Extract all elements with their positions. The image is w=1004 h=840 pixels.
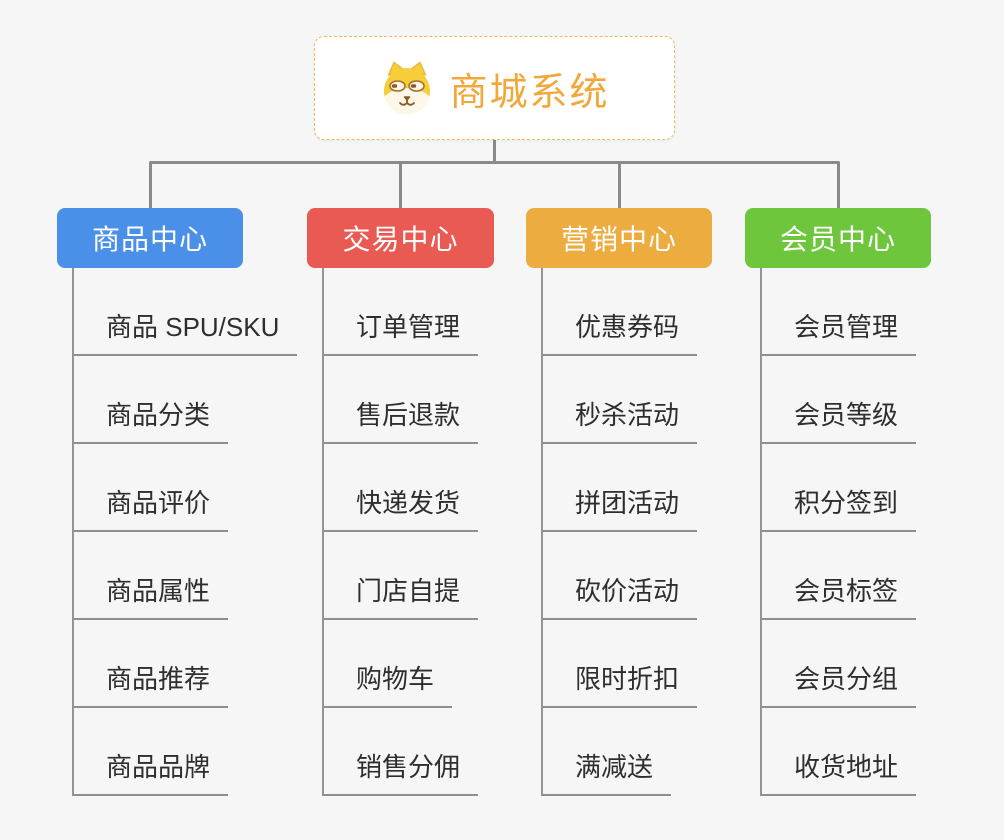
branch-node-product-center[interactable]: 商品中心 bbox=[57, 208, 243, 268]
child-topic-label: 限时折扣 bbox=[543, 659, 698, 708]
child-topic[interactable]: 秒杀活动 bbox=[543, 356, 698, 444]
child-topic[interactable]: 商品分类 bbox=[74, 356, 297, 444]
branch-label: 会员中心 bbox=[779, 224, 896, 255]
connector-stub-member bbox=[837, 163, 840, 208]
child-topic[interactable]: 优惠券码 bbox=[543, 268, 698, 356]
root-title: 商城系统 bbox=[449, 71, 610, 114]
child-topic-label: 拼团活动 bbox=[543, 483, 698, 532]
branch-node-marketing-center[interactable]: 营销中心 bbox=[526, 208, 712, 268]
child-topic-label: 会员分组 bbox=[762, 659, 917, 708]
child-topic-label: 订单管理 bbox=[324, 307, 479, 356]
child-topic-label: 收货地址 bbox=[762, 747, 917, 796]
child-topic-label: 商品推荐 bbox=[74, 659, 229, 708]
child-topic[interactable]: 满减送 bbox=[543, 708, 697, 796]
connector-bus bbox=[149, 161, 840, 164]
connector-stub-trade bbox=[399, 163, 402, 208]
child-topic[interactable]: 销售分佣 bbox=[324, 708, 479, 796]
child-topic[interactable]: 会员等级 bbox=[762, 356, 917, 444]
child-topic[interactable]: 会员分组 bbox=[762, 620, 917, 708]
child-topic[interactable]: 商品 SPU/SKU bbox=[74, 268, 298, 356]
dog-face-icon bbox=[384, 61, 431, 114]
child-topic-label: 满减送 bbox=[543, 747, 672, 796]
child-topic-label: 会员管理 bbox=[762, 307, 917, 356]
connector-stub-product bbox=[149, 163, 152, 208]
child-topic[interactable]: 商品评价 bbox=[74, 444, 297, 532]
child-topic[interactable]: 门店自提 bbox=[324, 532, 479, 620]
child-topic-label: 砍价活动 bbox=[543, 571, 698, 620]
child-topic[interactable]: 会员标签 bbox=[762, 532, 917, 620]
branch-children-product: 商品 SPU/SKU 商品分类 商品评价 商品属性 商品推荐 商品品牌 bbox=[72, 268, 298, 796]
child-topic[interactable]: 限时折扣 bbox=[543, 620, 698, 708]
connector-root-trunk bbox=[493, 140, 496, 163]
child-topic-label: 快递发货 bbox=[324, 483, 479, 532]
branch-label: 商品中心 bbox=[91, 224, 208, 255]
child-topic-label: 售后退款 bbox=[324, 395, 479, 444]
child-topic-label: 门店自提 bbox=[324, 571, 479, 620]
child-topic[interactable]: 会员管理 bbox=[762, 268, 917, 356]
child-topic[interactable]: 售后退款 bbox=[324, 356, 479, 444]
child-topic[interactable]: 购物车 bbox=[324, 620, 478, 708]
child-topic-label: 商品属性 bbox=[74, 571, 229, 620]
child-topic-label: 购物车 bbox=[324, 659, 453, 708]
branch-label: 营销中心 bbox=[560, 224, 677, 255]
child-topic[interactable]: 快递发货 bbox=[324, 444, 479, 532]
branch-children-member: 会员管理 会员等级 积分签到 会员标签 会员分组 收货地址 bbox=[760, 268, 917, 796]
branch-label: 交易中心 bbox=[342, 224, 459, 255]
child-topic-label: 积分签到 bbox=[762, 483, 917, 532]
child-topic[interactable]: 收货地址 bbox=[762, 708, 917, 796]
connector-stub-marketing bbox=[618, 163, 621, 208]
root-node[interactable]: 商城系统 bbox=[314, 36, 675, 140]
branch-node-trade-center[interactable]: 交易中心 bbox=[307, 208, 494, 268]
child-topic-label: 商品分类 bbox=[74, 395, 229, 444]
child-topic[interactable]: 商品属性 bbox=[74, 532, 297, 620]
branch-node-member-center[interactable]: 会员中心 bbox=[745, 208, 931, 268]
child-topic[interactable]: 商品推荐 bbox=[74, 620, 297, 708]
child-topic[interactable]: 砍价活动 bbox=[543, 532, 698, 620]
child-topic[interactable]: 商品品牌 bbox=[74, 708, 297, 796]
branch-children-marketing: 优惠券码 秒杀活动 拼团活动 砍价活动 限时折扣 满减送 bbox=[541, 268, 698, 796]
child-topic-label: 商品品牌 bbox=[74, 747, 229, 796]
child-topic-label: 销售分佣 bbox=[324, 747, 479, 796]
child-topic-label: 会员标签 bbox=[762, 571, 917, 620]
child-topic-label: 优惠券码 bbox=[543, 307, 698, 356]
child-topic-label: 秒杀活动 bbox=[543, 395, 698, 444]
child-topic-label: 会员等级 bbox=[762, 395, 917, 444]
child-topic[interactable]: 订单管理 bbox=[324, 268, 479, 356]
child-topic-label: 商品 SPU/SKU bbox=[74, 307, 298, 356]
child-topic-label: 商品评价 bbox=[74, 483, 229, 532]
child-topic[interactable]: 积分签到 bbox=[762, 444, 917, 532]
branch-children-trade: 订单管理 售后退款 快递发货 门店自提 购物车 销售分佣 bbox=[322, 268, 479, 796]
child-topic[interactable]: 拼团活动 bbox=[543, 444, 698, 532]
